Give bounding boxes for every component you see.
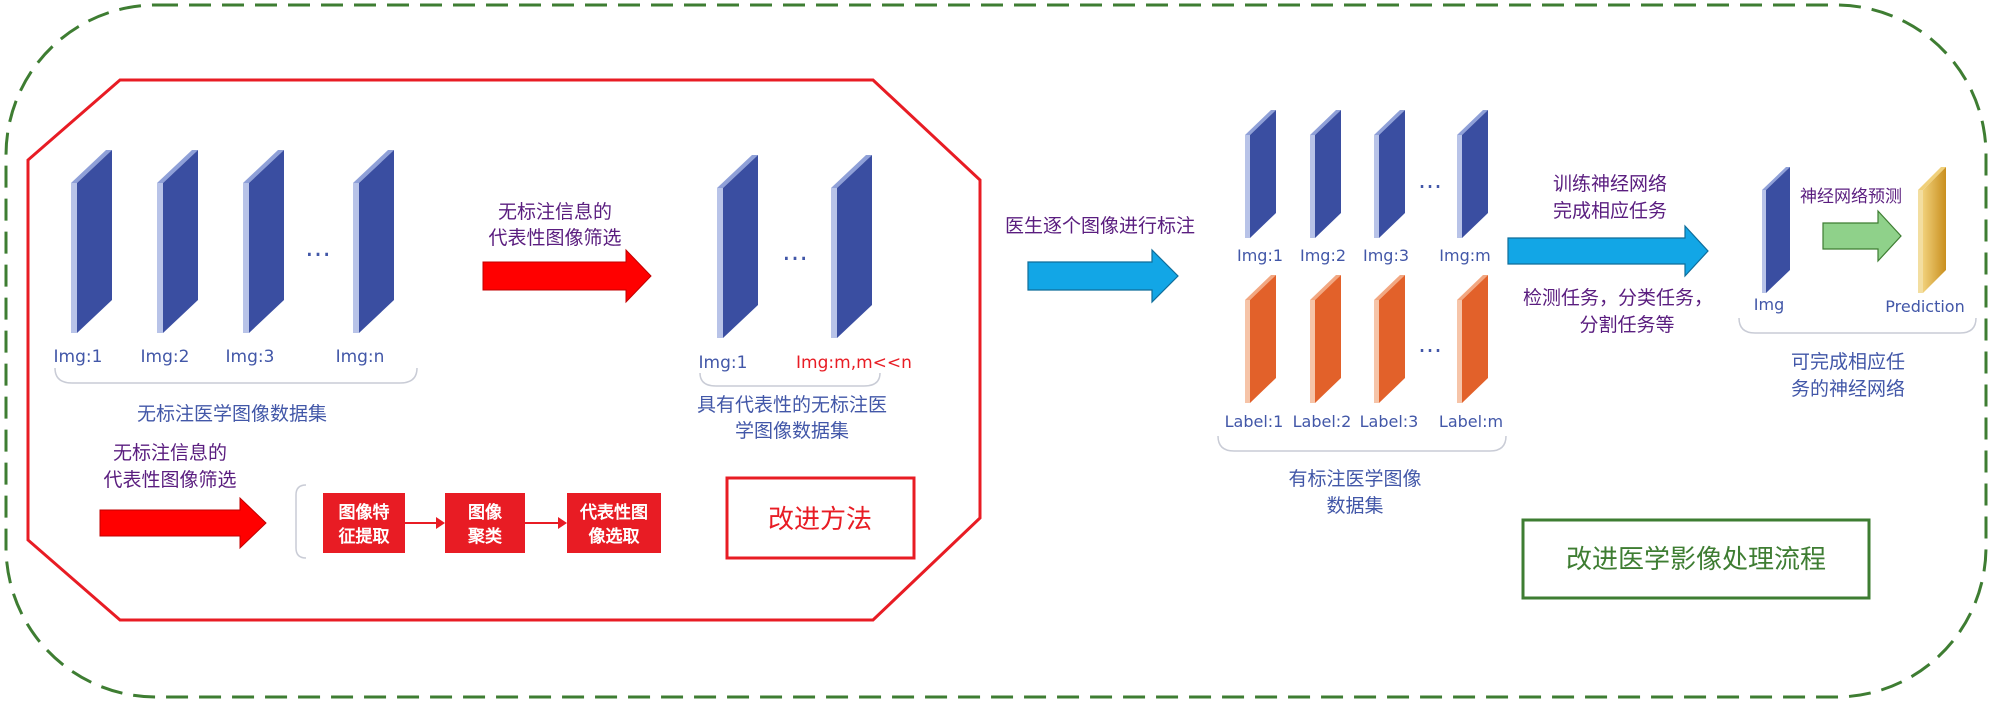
slab-labeled-img-3: [1374, 110, 1405, 238]
outer-dashed-frame: [4, 3, 1988, 699]
network-caption-line1: 可完成相应任: [1791, 351, 1905, 373]
labeled-caption-line2: 数据集: [1326, 495, 1383, 517]
unlabeled-caption: 无标注医学图像数据集: [137, 403, 327, 425]
training-tasks-line1: 检测任务，分类任务，: [1523, 287, 1713, 309]
representative-ellipsis: …: [782, 237, 808, 267]
overall-title-box: [1521, 518, 1871, 600]
method-arrow: [99, 496, 267, 550]
labeled-img-label-m: Img:m: [1439, 246, 1490, 265]
slab-labeled-img-2: [1310, 110, 1341, 238]
representative-caption-line1: 具有代表性的无标注医: [697, 394, 887, 416]
screening-arrow: [482, 248, 652, 304]
slab-representative-m: [831, 155, 872, 338]
method-title-box: [725, 476, 916, 560]
unlabeled-slabs: [71, 150, 394, 333]
prediction-slab: [1918, 167, 1946, 293]
labeled-brace: [1217, 435, 1507, 452]
labeled-img-label-2: Img:2: [1300, 246, 1346, 265]
training-tasks-line2: 分割任务等: [1579, 314, 1674, 336]
representative-brace: [699, 372, 881, 387]
slab-label-2: [1310, 275, 1341, 403]
network-caption-line2: 务的神经网络: [1791, 378, 1905, 400]
annotation-label: 医生逐个图像进行标注: [1005, 215, 1195, 237]
unlabeled-ellipsis: …: [305, 233, 331, 263]
representative-label-1: Img:1: [699, 353, 748, 373]
slab-label-3: [1374, 275, 1405, 403]
step-clustering: [445, 493, 525, 553]
network-output-label: Prediction: [1885, 297, 1964, 316]
labeled-img-ellipsis: …: [1418, 166, 1442, 194]
slab-unlabeled-1: [71, 150, 112, 333]
slab-unlabeled-2: [157, 150, 198, 333]
network-arrow-label: 神经网络预测: [1800, 187, 1902, 207]
slab-labeled-img-m: [1457, 110, 1488, 238]
labeled-img-label-1: Img:1: [1237, 246, 1283, 265]
screening-label-line1: 无标注信息的: [498, 201, 612, 223]
network-arrow: [1822, 209, 1902, 263]
unlabeled-label-2: Img:2: [141, 347, 190, 367]
unlabeled-label-n: Img:n: [336, 347, 385, 367]
labeled-img-label-3: Img:3: [1363, 246, 1409, 265]
labeled-caption-line1: 有标注医学图像: [1288, 468, 1421, 490]
slab-label-1: [1245, 275, 1276, 403]
method-label-line2: 代表性图像筛选: [103, 469, 236, 491]
step-1-line1: 图像特: [339, 502, 390, 523]
step-selection: [567, 493, 661, 553]
representative-label-m: Img:m,m<<n: [796, 353, 912, 373]
labeled-mask-slabs: [1245, 275, 1488, 403]
network-input-label: Img: [1754, 295, 1784, 314]
slab-unlabeled-3: [243, 150, 284, 333]
label-text-1: Label:1: [1225, 412, 1284, 431]
slab-network-input: [1762, 167, 1790, 293]
unlabeled-label-1: Img:1: [54, 347, 103, 367]
step-3-line2: 像选取: [589, 527, 640, 547]
slab-representative-1: [717, 155, 758, 338]
step-arrow-2-head: [558, 517, 567, 529]
training-label-line2: 完成相应任务: [1553, 200, 1667, 222]
slab-unlabeled-n: [353, 150, 394, 333]
overall-title: 改进医学影像处理流程: [1566, 545, 1826, 575]
slab-labeled-img-1: [1245, 110, 1276, 238]
labeled-image-slabs: [1245, 110, 1488, 238]
screening-label-line2: 代表性图像筛选: [488, 227, 621, 249]
step-1-line2: 征提取: [339, 526, 390, 547]
labeled-mask-ellipsis: …: [1418, 330, 1442, 358]
representative-caption-line2: 学图像数据集: [735, 420, 849, 442]
annotation-arrow: [1027, 248, 1179, 304]
network-brace: [1738, 317, 1977, 334]
step-feature-extraction: [323, 493, 405, 553]
method-octagon: [26, 78, 982, 622]
label-text-m: Label:m: [1439, 412, 1503, 431]
training-label-line1: 训练神经网络: [1553, 173, 1667, 195]
unlabeled-label-3: Img:3: [226, 347, 275, 367]
step-2-line2: 聚类: [467, 526, 503, 547]
step-3-line1: 代表性图: [579, 502, 648, 523]
unlabeled-brace: [54, 367, 418, 384]
method-label-line1: 无标注信息的: [113, 442, 227, 464]
step-arrow-1-head: [436, 517, 445, 529]
method-title: 改进方法: [768, 505, 872, 535]
label-text-2: Label:2: [1293, 412, 1352, 431]
method-bracket: [295, 484, 307, 559]
label-text-3: Label:3: [1360, 412, 1419, 431]
training-arrow: [1507, 224, 1709, 278]
step-2-line1: 图像: [468, 503, 503, 523]
slab-label-m: [1457, 275, 1488, 403]
